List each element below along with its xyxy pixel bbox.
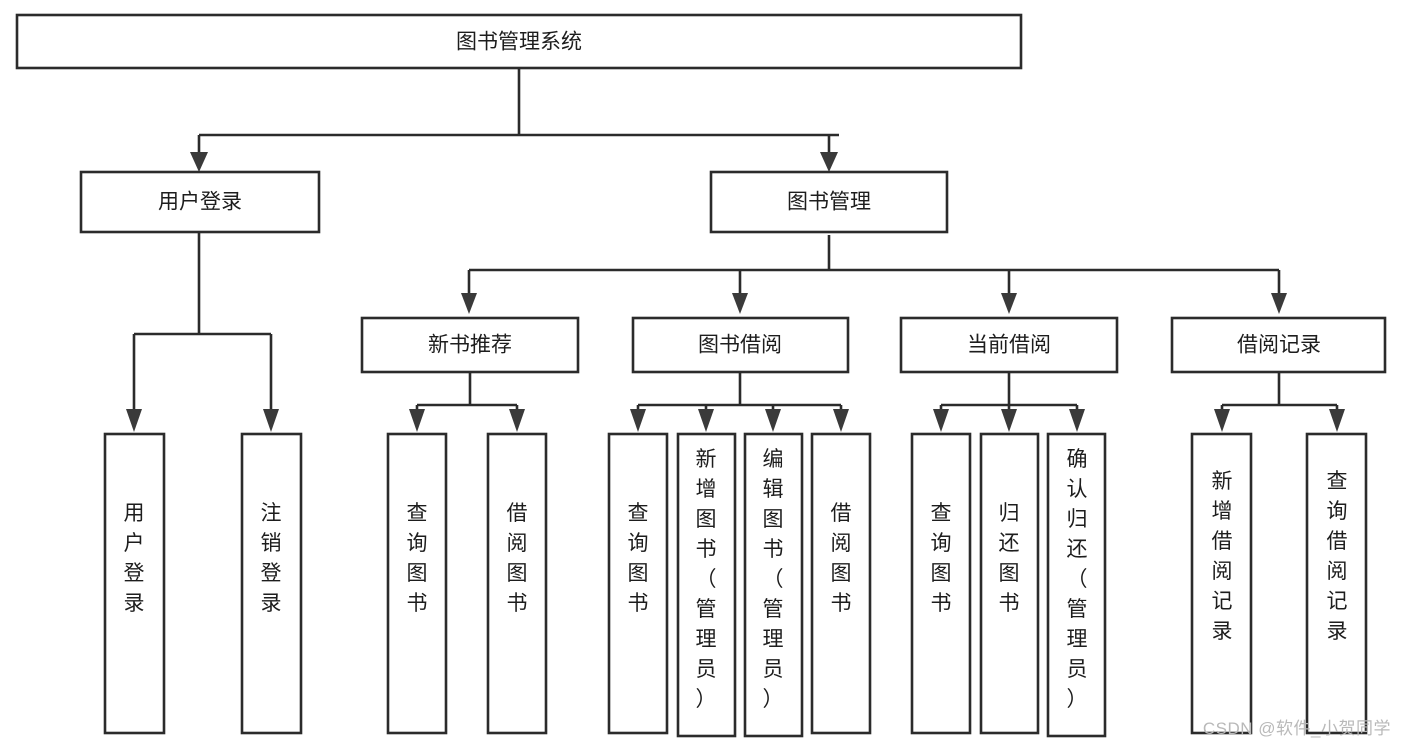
node-leaf-user-login-label: 用户登录 — [124, 502, 145, 615]
node-user-login-box[interactable] — [79, 170, 321, 234]
node-leaf-add-book[interactable]: 新增图书（管理员） — [676, 432, 737, 738]
node-leaf-query-book-3-label: 查询图书 — [931, 502, 952, 615]
arrowhead-leaf-query-book-2 — [630, 409, 646, 432]
node-leaf-borrow-book-1[interactable]: 借阅图书 — [486, 432, 548, 735]
node-book-management-label: 图书管理 — [787, 191, 871, 214]
arrowhead-book-borrow — [732, 293, 748, 314]
node-leaf-return-book-label: 归还图书 — [999, 502, 1020, 615]
node-root-box[interactable] — [15, 13, 1023, 70]
arrowhead-leaf-add-book — [698, 409, 714, 432]
node-new-book-recommend[interactable]: 新书推荐 — [360, 316, 580, 374]
node-current-borrow-box[interactable] — [899, 316, 1119, 374]
arrowhead-current-borrow — [1001, 293, 1017, 314]
connector-group-book-management — [461, 235, 1287, 314]
node-leaf-query-record-box[interactable] — [1305, 432, 1368, 735]
node-user-login[interactable]: 用户登录 — [79, 170, 321, 234]
node-leaf-query-book-2-label: 查询图书 — [628, 502, 649, 615]
node-root-label: 图书管理系统 — [456, 31, 582, 54]
node-new-book-recommend-label: 新书推荐 — [428, 334, 512, 357]
node-leaf-edit-book-box[interactable] — [743, 432, 804, 738]
node-leaf-add-record-box[interactable] — [1190, 432, 1253, 735]
node-leaf-edit-book[interactable]: 编辑图书（管理员） — [743, 432, 804, 738]
node-leaf-query-record[interactable]: 查询借阅记录 — [1305, 432, 1368, 735]
node-leaf-borrow-book-1-label: 借阅图书 — [507, 502, 528, 615]
node-leaf-query-book-1-label: 查询图书 — [407, 502, 428, 615]
node-new-book-recommend-box[interactable] — [360, 316, 580, 374]
node-leaf-query-book-2[interactable]: 查询图书 — [607, 432, 669, 735]
node-leaf-query-book-3[interactable]: 查询图书 — [910, 432, 972, 735]
arrowhead-leaf-query-record — [1329, 409, 1345, 432]
arrowhead-leaf-borrow-book-1 — [509, 409, 525, 432]
node-leaf-user-logout-box[interactable] — [240, 432, 303, 735]
node-leaf-confirm-return-box[interactable] — [1046, 432, 1107, 738]
node-borrow-record-label: 借阅记录 — [1237, 334, 1321, 357]
arrowhead-leaf-query-book-3 — [933, 409, 949, 432]
arrowhead-leaf-borrow-book-2 — [833, 409, 849, 432]
connector-group-book-borrow — [630, 372, 849, 432]
node-borrow-record-box[interactable] — [1170, 316, 1387, 374]
connector-group-root — [190, 68, 839, 172]
node-current-borrow[interactable]: 当前借阅 — [899, 316, 1119, 374]
arrowhead-user-login — [190, 152, 208, 172]
node-leaf-edit-book-label: 编辑图书（管理员） — [763, 448, 784, 711]
node-leaf-return-book-box[interactable] — [979, 432, 1040, 735]
connector-group-borrow-record — [1214, 372, 1345, 432]
arrowhead-borrow-record — [1271, 293, 1287, 314]
node-leaf-user-logout-label: 注销登录 — [261, 502, 282, 615]
node-book-borrow-label: 图书借阅 — [698, 334, 782, 357]
node-book-borrow[interactable]: 图书借阅 — [631, 316, 850, 374]
node-leaf-borrow-book-2-box[interactable] — [810, 432, 872, 735]
node-book-borrow-box[interactable] — [631, 316, 850, 374]
arrowhead-leaf-add-record — [1214, 409, 1230, 432]
node-current-borrow-label: 当前借阅 — [967, 334, 1051, 357]
node-book-management[interactable]: 图书管理 — [709, 170, 949, 234]
node-book-management-box[interactable] — [709, 170, 949, 234]
node-leaf-query-book-2-box[interactable] — [607, 432, 669, 735]
node-leaf-query-book-1-box[interactable] — [386, 432, 448, 735]
arrowhead-leaf-user-login — [126, 409, 142, 432]
node-leaf-borrow-book-2[interactable]: 借阅图书 — [810, 432, 872, 735]
connector-group-current-borrow — [933, 372, 1085, 432]
node-leaf-add-book-box[interactable] — [676, 432, 737, 738]
arrowhead-leaf-edit-book — [765, 409, 781, 432]
node-leaf-add-record-label: 新增借阅记录 — [1212, 470, 1233, 643]
node-leaf-return-book[interactable]: 归还图书 — [979, 432, 1040, 735]
arrowhead-leaf-confirm-return — [1069, 409, 1085, 432]
node-root[interactable]: 图书管理系统 — [15, 13, 1023, 70]
node-leaf-confirm-return-label: 确认归还（管理员） — [1067, 448, 1088, 711]
node-user-login-label: 用户登录 — [158, 191, 242, 214]
node-leaf-user-logout[interactable]: 注销登录 — [240, 432, 303, 735]
node-leaf-confirm-return[interactable]: 确认归还（管理员） — [1046, 432, 1107, 738]
arrowhead-leaf-user-logout — [263, 409, 279, 432]
arrowhead-new-book-recommend — [461, 293, 477, 314]
node-leaf-query-book-1[interactable]: 查询图书 — [386, 432, 448, 735]
node-leaf-borrow-book-1-box[interactable] — [486, 432, 548, 735]
node-borrow-record[interactable]: 借阅记录 — [1170, 316, 1387, 374]
node-leaf-add-record[interactable]: 新增借阅记录 — [1190, 432, 1253, 735]
arrowhead-leaf-query-book-1 — [409, 409, 425, 432]
watermark-text: CSDN @软件_小贺同学 — [1202, 719, 1391, 738]
node-leaf-add-book-label: 新增图书（管理员） — [696, 448, 717, 711]
arrowhead-book-management — [820, 152, 838, 172]
node-leaf-query-record-label: 查询借阅记录 — [1327, 470, 1348, 643]
node-leaf-user-login-box[interactable] — [103, 432, 166, 735]
node-leaf-query-book-3-box[interactable] — [910, 432, 972, 735]
connector-group-user-login — [126, 232, 279, 432]
connector-group-new-book-recommend — [409, 372, 525, 432]
node-leaf-borrow-book-2-label: 借阅图书 — [831, 502, 852, 615]
arrowhead-leaf-return-book — [1001, 409, 1017, 432]
node-leaf-user-login[interactable]: 用户登录 — [103, 432, 166, 735]
